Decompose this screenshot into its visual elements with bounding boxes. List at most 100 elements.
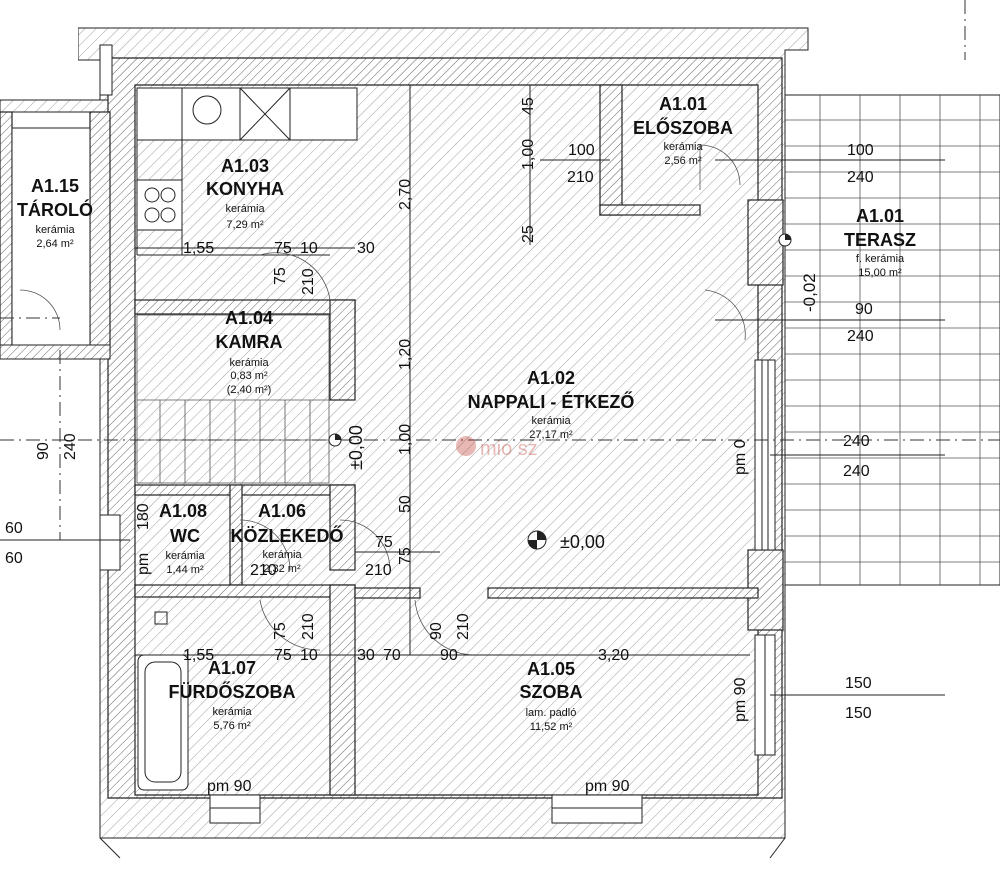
door-75d: 75 bbox=[397, 547, 414, 565]
svg-text:kerámia: kerámia bbox=[229, 357, 269, 369]
dim-155b: 1,55 bbox=[183, 647, 214, 664]
dim-10b: 10 bbox=[300, 647, 318, 664]
svg-text:2,56 m²: 2,56 m² bbox=[664, 155, 702, 167]
door-150a: 150 bbox=[845, 675, 872, 692]
axis-lines bbox=[0, 0, 1000, 540]
svg-text:kerámia: kerámia bbox=[262, 549, 302, 561]
door-90: 90 bbox=[855, 301, 873, 318]
room-label-tarolo: A1.15 TÁROLÓ kerámia 2,64 m² bbox=[17, 176, 93, 250]
room-label-kozlekedo: A1.06 KÖZLEKEDŐ kerámia 2,32 m² bbox=[230, 501, 343, 575]
door-150b: 150 bbox=[845, 705, 872, 722]
window-pm-wc: pm bbox=[135, 553, 152, 575]
svg-text:kerámia: kerámia bbox=[212, 706, 252, 718]
room-label-wc: A1.08 WC kerámia 1,44 m² bbox=[159, 501, 207, 576]
svg-text:kerámia: kerámia bbox=[663, 141, 703, 153]
svg-text:kerámia: kerámia bbox=[165, 550, 205, 562]
svg-text:WC: WC bbox=[170, 526, 200, 546]
dim-v90d: 90 bbox=[35, 442, 52, 460]
roof-eave bbox=[0, 27, 809, 859]
door-75c: 75 bbox=[375, 534, 393, 551]
svg-text:SZOBA: SZOBA bbox=[520, 682, 583, 702]
door-60a: 60 bbox=[5, 520, 23, 537]
dim-v210b: 210 bbox=[300, 613, 317, 640]
dim-75b: 75 bbox=[274, 647, 292, 664]
dim-v75a: 75 bbox=[272, 267, 289, 285]
dim-45: 45 bbox=[520, 97, 537, 115]
svg-text:A1.04: A1.04 bbox=[225, 308, 273, 328]
window-pm90a: pm 90 bbox=[732, 677, 749, 722]
level-marker-main bbox=[527, 530, 547, 550]
terrace-area bbox=[784, 94, 1000, 586]
door-240a: 240 bbox=[847, 169, 874, 186]
svg-text:kerámia: kerámia bbox=[531, 415, 571, 427]
level-stair: ±0,00 bbox=[346, 425, 366, 470]
svg-text:lam. padló: lam. padló bbox=[526, 707, 577, 719]
svg-text:11,52 m²: 11,52 m² bbox=[530, 721, 573, 733]
dim-100a: 1,00 bbox=[397, 424, 414, 455]
level-terrace: -0,02 bbox=[800, 273, 819, 312]
room-label-kamra: A1.04 KAMRA kerámia 0,83 m² (2,40 m²) bbox=[216, 308, 283, 396]
room-label-terasz: A1.01 TERASZ f. kerámia 15,00 m² bbox=[844, 206, 916, 279]
dim-v210a: 210 bbox=[300, 268, 317, 295]
door-210d: 210 bbox=[250, 562, 277, 579]
bathroom-fixtures bbox=[137, 611, 189, 791]
dim-v210c: 210 bbox=[455, 613, 472, 640]
dim-v90c: 90 bbox=[428, 622, 445, 640]
svg-text:5,76 m²: 5,76 m² bbox=[213, 720, 251, 732]
door-60b: 60 bbox=[5, 550, 23, 567]
storage-walls bbox=[0, 111, 111, 360]
dim-30a: 30 bbox=[357, 240, 375, 257]
svg-text:0,83 m²: 0,83 m² bbox=[230, 370, 268, 382]
door-240b: 240 bbox=[847, 328, 874, 345]
room-label-konyha: A1.03 KONYHA kerámia 7,29 m² bbox=[206, 156, 284, 231]
dim-70: 70 bbox=[383, 647, 401, 664]
svg-text:A1.08: A1.08 bbox=[159, 501, 207, 521]
room-label-szoba: A1.05 SZOBA lam. padló 11,52 m² bbox=[520, 659, 583, 733]
watermark: mio sz bbox=[456, 436, 538, 460]
svg-text:TERASZ: TERASZ bbox=[844, 230, 916, 250]
dim-75a: 75 bbox=[274, 240, 292, 257]
level-marker-stair bbox=[328, 433, 342, 447]
svg-text:15,00 m²: 15,00 m² bbox=[858, 267, 902, 279]
svg-text:(2,40 m²): (2,40 m²) bbox=[227, 384, 272, 396]
svg-text:A1.05: A1.05 bbox=[527, 659, 575, 679]
svg-text:A1.15: A1.15 bbox=[31, 176, 79, 196]
svg-text:KÖZLEKEDŐ: KÖZLEKEDŐ bbox=[230, 525, 343, 546]
window-pm0: pm 0 bbox=[732, 439, 749, 475]
svg-text:2,32 m²: 2,32 m² bbox=[263, 563, 301, 575]
svg-text:A1.06: A1.06 bbox=[258, 501, 306, 521]
room-label-eloszoba: A1.01 ELŐSZOBA kerámia 2,56 m² bbox=[633, 94, 733, 167]
door-240d: 240 bbox=[843, 463, 870, 480]
dim-320: 3,20 bbox=[598, 647, 629, 664]
dim-90: 90 bbox=[440, 647, 458, 664]
svg-text:A1.01: A1.01 bbox=[856, 206, 904, 226]
door-100: 100 bbox=[568, 142, 595, 159]
kitchen-furniture bbox=[136, 87, 358, 256]
svg-text:NAPPALI - ÉTKEZŐ: NAPPALI - ÉTKEZŐ bbox=[468, 391, 635, 412]
interior-walls bbox=[134, 84, 784, 796]
dim-v240d: 240 bbox=[62, 433, 79, 460]
dim-v75b: 75 bbox=[272, 622, 289, 640]
svg-text:kerámia: kerámia bbox=[35, 224, 75, 236]
dim-50: 50 bbox=[397, 495, 414, 513]
svg-text:TÁROLÓ: TÁROLÓ bbox=[17, 199, 93, 220]
dim-100b: 1,00 bbox=[520, 139, 537, 170]
svg-text:2,64 m²: 2,64 m² bbox=[36, 238, 74, 250]
windows bbox=[99, 44, 776, 824]
door-swings bbox=[19, 144, 746, 656]
svg-text:f. kerámia: f. kerámia bbox=[856, 253, 905, 265]
room-label-nappali: A1.02 NAPPALI - ÉTKEZŐ kerámia 27,17 m² bbox=[468, 368, 635, 441]
svg-text:mio sz: mio sz bbox=[480, 438, 538, 460]
svg-text:KONYHA: KONYHA bbox=[206, 179, 284, 199]
dim-120: 1,20 bbox=[397, 339, 414, 370]
room-label-furdoszoba: A1.07 FÜRDŐSZOBA kerámia 5,76 m² bbox=[169, 658, 296, 732]
dim-270: 2,70 bbox=[397, 179, 414, 210]
svg-text:27,17 m²: 27,17 m² bbox=[529, 429, 573, 441]
window-pm90c: pm 90 bbox=[585, 778, 630, 795]
dim-25: 25 bbox=[520, 225, 537, 243]
dim-10a: 10 bbox=[300, 240, 318, 257]
svg-text:A1.03: A1.03 bbox=[221, 156, 269, 176]
dim-30b: 30 bbox=[357, 647, 375, 664]
svg-text:kerámia: kerámia bbox=[225, 203, 265, 215]
